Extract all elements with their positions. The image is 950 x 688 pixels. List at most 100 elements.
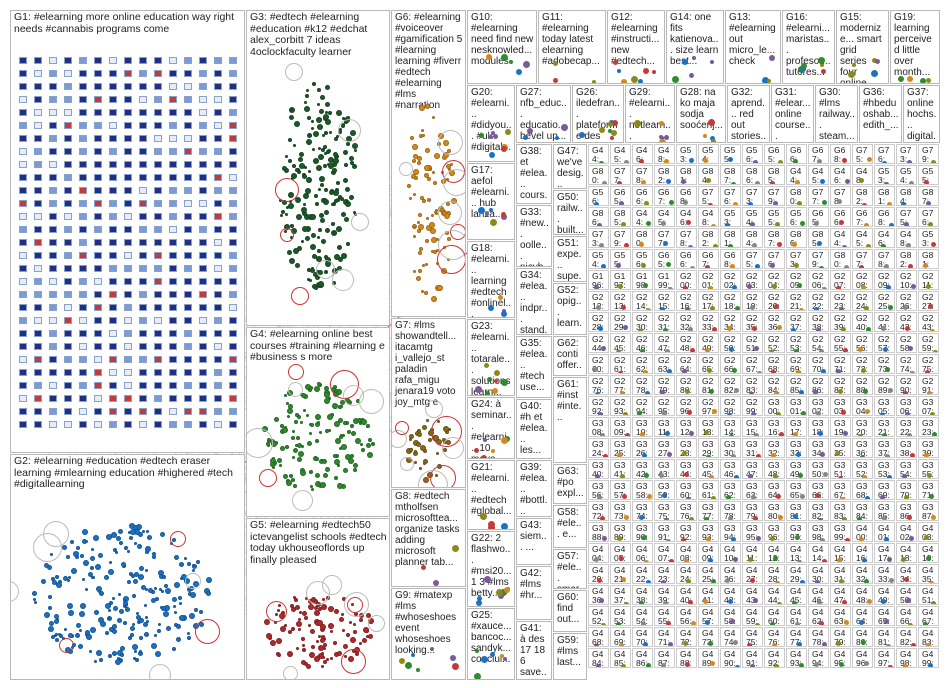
group-panel-tiny-14-3[interactable]: G327: ... [654,438,675,458]
group-panel-tiny-10-6[interactable]: G266: ... [720,354,741,374]
group-panel-tiny-18-1[interactable]: G389: ... [610,522,631,542]
group-panel-tiny-2-15[interactable]: G87: new. [918,186,939,206]
group-panel-tiny-20-5[interactable]: G425: ... [698,564,719,584]
group-panel-tiny-9-6[interactable]: G250: ... [720,333,741,353]
group-panel-tiny-12-0[interactable]: G292: ... [588,396,609,416]
group-panel-tiny-4-4[interactable]: G78: volg [676,228,697,248]
group-panel-tiny-17-8[interactable]: G380: ... [764,501,785,521]
group-panel-tiny-20-10[interactable]: G430: ... [808,564,829,584]
group-panel-cell-mid-1-10[interactable]: G59: #lms last... [553,633,587,680]
group-panel-g12[interactable]: G12: #elearning #instructi... new #edtec… [607,10,665,84]
group-panel-tiny-15-3[interactable]: G343: ... [654,459,675,479]
group-panel-tiny-8-10[interactable]: G238: ... [808,312,829,332]
group-panel-tiny-6-10[interactable]: G206: ... [808,270,829,290]
group-panel-tiny-15-2[interactable]: G342: ... [632,459,653,479]
group-panel-tiny-20-12[interactable]: G432: ... [852,564,873,584]
group-panel-tiny-8-4[interactable]: G232: ... [676,312,697,332]
group-panel-tiny-15-13[interactable]: G353: ... [874,459,895,479]
group-panel-tiny-4-5[interactable]: G82: gen. [698,228,719,248]
group-panel-tiny-4-8[interactable]: G87: new. [764,228,785,248]
group-panel-tiny-3-11[interactable]: G66: wee. [830,207,851,227]
group-panel-g17[interactable]: G17: aefol #elearni... hub lanza... [467,163,515,240]
group-panel-tiny-12-14[interactable]: G306: ... [896,396,917,416]
group-panel-tiny-22-8[interactable]: G460: ... [764,606,785,626]
group-panel-tiny-5-15[interactable]: G81: lear [918,249,939,269]
group-panel-tiny-6-7[interactable]: G203: ... [742,270,763,290]
group-panel-tiny-14-4[interactable]: G328: ... [676,438,697,458]
group-panel-tiny-21-2[interactable]: G438: ... [632,585,653,605]
group-panel-tiny-24-8[interactable]: G492: ... [764,648,785,668]
group-panel-tiny-8-0[interactable]: G228: ... [588,312,609,332]
group-panel-tiny-23-10[interactable]: G478: ... [808,627,829,647]
group-panel-tiny-17-11[interactable]: G383: ... [830,501,851,521]
group-panel-tiny-14-2[interactable]: G326: ... [632,438,653,458]
group-panel-tiny-20-1[interactable]: G421: ... [610,564,631,584]
group-panel-tiny-20-14[interactable]: G434: ... [896,564,917,584]
group-panel-tiny-23-4[interactable]: G472: ... [676,627,697,647]
group-panel-tiny-4-9[interactable]: G86: l'.. [786,228,807,248]
group-panel-tiny-19-4[interactable]: G408: ... [676,543,697,563]
group-panel-tiny-9-1[interactable]: G245: ... [610,333,631,353]
group-panel-tiny-18-4[interactable]: G392: ... [676,522,697,542]
group-panel-tiny-12-2[interactable]: G294: ... [632,396,653,416]
group-panel-tiny-6-1[interactable]: G197: ... [610,270,631,290]
group-panel-tiny-3-10[interactable]: G65: skil [808,207,829,227]
group-panel-tiny-18-10[interactable]: G398: ... [808,522,829,542]
group-panel-tiny-5-9[interactable]: G73: uda. [786,249,807,269]
group-panel-tiny-18-14[interactable]: G402: ... [896,522,917,542]
group-panel-tiny-9-0[interactable]: G244: ... [588,333,609,353]
group-panel-tiny-17-7[interactable]: G379: ... [742,501,763,521]
group-panel-tiny-0-6[interactable]: G55: gobe [720,144,741,164]
group-panel-tiny-21-0[interactable]: G436: ... [588,585,609,605]
group-panel-tiny-5-14[interactable]: G82: gen. [896,249,917,269]
group-panel-tiny-2-12[interactable]: G82: gen. [852,186,873,206]
group-panel-tiny-7-9[interactable]: G221: ... [786,291,807,311]
group-panel-tiny-10-0[interactable]: G260: ... [588,354,609,374]
group-panel-tiny-2-10[interactable]: G77: mak. [808,186,829,206]
group-panel-g15[interactable]: G15: modernize... smart grid series four… [836,10,889,84]
group-panel-tiny-7-2[interactable]: G214: ... [632,291,653,311]
group-panel-tiny-24-9[interactable]: G493: ... [786,648,807,668]
group-panel-tiny-16-3[interactable]: G359: ... [654,480,675,500]
group-panel-tiny-2-2[interactable]: G66: wee. [632,186,653,206]
group-panel-tiny-20-4[interactable]: G424: ... [676,564,697,584]
group-panel-g9[interactable]: G9: #matexp #lms #whoseshoes event whose… [391,588,466,680]
group-panel-tiny-14-5[interactable]: G329: ... [698,438,719,458]
group-panel-tiny-12-7[interactable]: G299: ... [742,396,763,416]
group-panel-tiny-16-15[interactable]: G371: ... [918,480,939,500]
group-panel-tiny-9-3[interactable]: G247: ... [654,333,675,353]
group-panel-cell-mid-1-6[interactable]: G63: #po expl... [553,464,587,504]
group-panel-tiny-7-10[interactable]: G222: ... [808,291,829,311]
group-panel-tiny-4-11[interactable]: G44: grea [830,228,851,248]
group-panel-tiny-11-3[interactable]: G279: ... [654,375,675,395]
group-panel-tiny-20-3[interactable]: G423: ... [654,564,675,584]
group-panel-tiny-23-15[interactable]: G483: ... [918,627,939,647]
group-panel-tiny-22-11[interactable]: G463: ... [830,606,851,626]
group-panel-tiny-6-15[interactable]: G211: ... [918,270,939,290]
group-panel-tiny-8-15[interactable]: G243: ... [918,312,939,332]
group-panel-tiny-19-12[interactable]: G416: ... [852,543,873,563]
group-panel-tiny-1-8[interactable]: G85: ode. [764,165,785,185]
group-panel-tiny-19-10[interactable]: G414: ... [808,543,829,563]
group-panel-tiny-8-9[interactable]: G237: ... [786,312,807,332]
group-panel-tiny-8-1[interactable]: G229: ... [610,312,631,332]
group-panel-tiny-19-8[interactable]: G412: ... [764,543,785,563]
group-panel-tiny-12-5[interactable]: G297: ... [698,396,719,416]
group-panel-tiny-3-7[interactable]: G54: mdan [742,207,763,227]
group-panel-tiny-17-14[interactable]: G386: ... [896,501,917,521]
group-panel-tiny-13-4[interactable]: G312: ... [676,417,697,437]
group-panel-tiny-8-8[interactable]: G236: ... [764,312,785,332]
group-panel-tiny-4-2[interactable]: G80: love [632,228,653,248]
group-panel-tiny-13-6[interactable]: G314: ... [720,417,741,437]
group-panel-tiny-5-0[interactable]: G54: mdan [588,249,609,269]
group-panel-tiny-0-12[interactable]: G75: cyb. [852,144,873,164]
group-panel-tiny-18-0[interactable]: G388: ... [588,522,609,542]
group-panel-tiny-3-1[interactable]: G85: ode. [610,207,631,227]
group-panel-tiny-7-6[interactable]: G218: ... [720,291,741,311]
group-panel-tiny-7-4[interactable]: G216: ... [676,291,697,311]
group-panel-g25[interactable]: G25: #xauce... bancoc... sandyk... concl… [467,608,515,680]
group-panel-tiny-22-9[interactable]: G461: ... [786,606,807,626]
group-panel-tiny-24-13[interactable]: G497: ... [874,648,895,668]
group-panel-tiny-17-12[interactable]: G384: ... [852,501,873,521]
group-panel-tiny-3-6[interactable]: G53: lynd [720,207,741,227]
